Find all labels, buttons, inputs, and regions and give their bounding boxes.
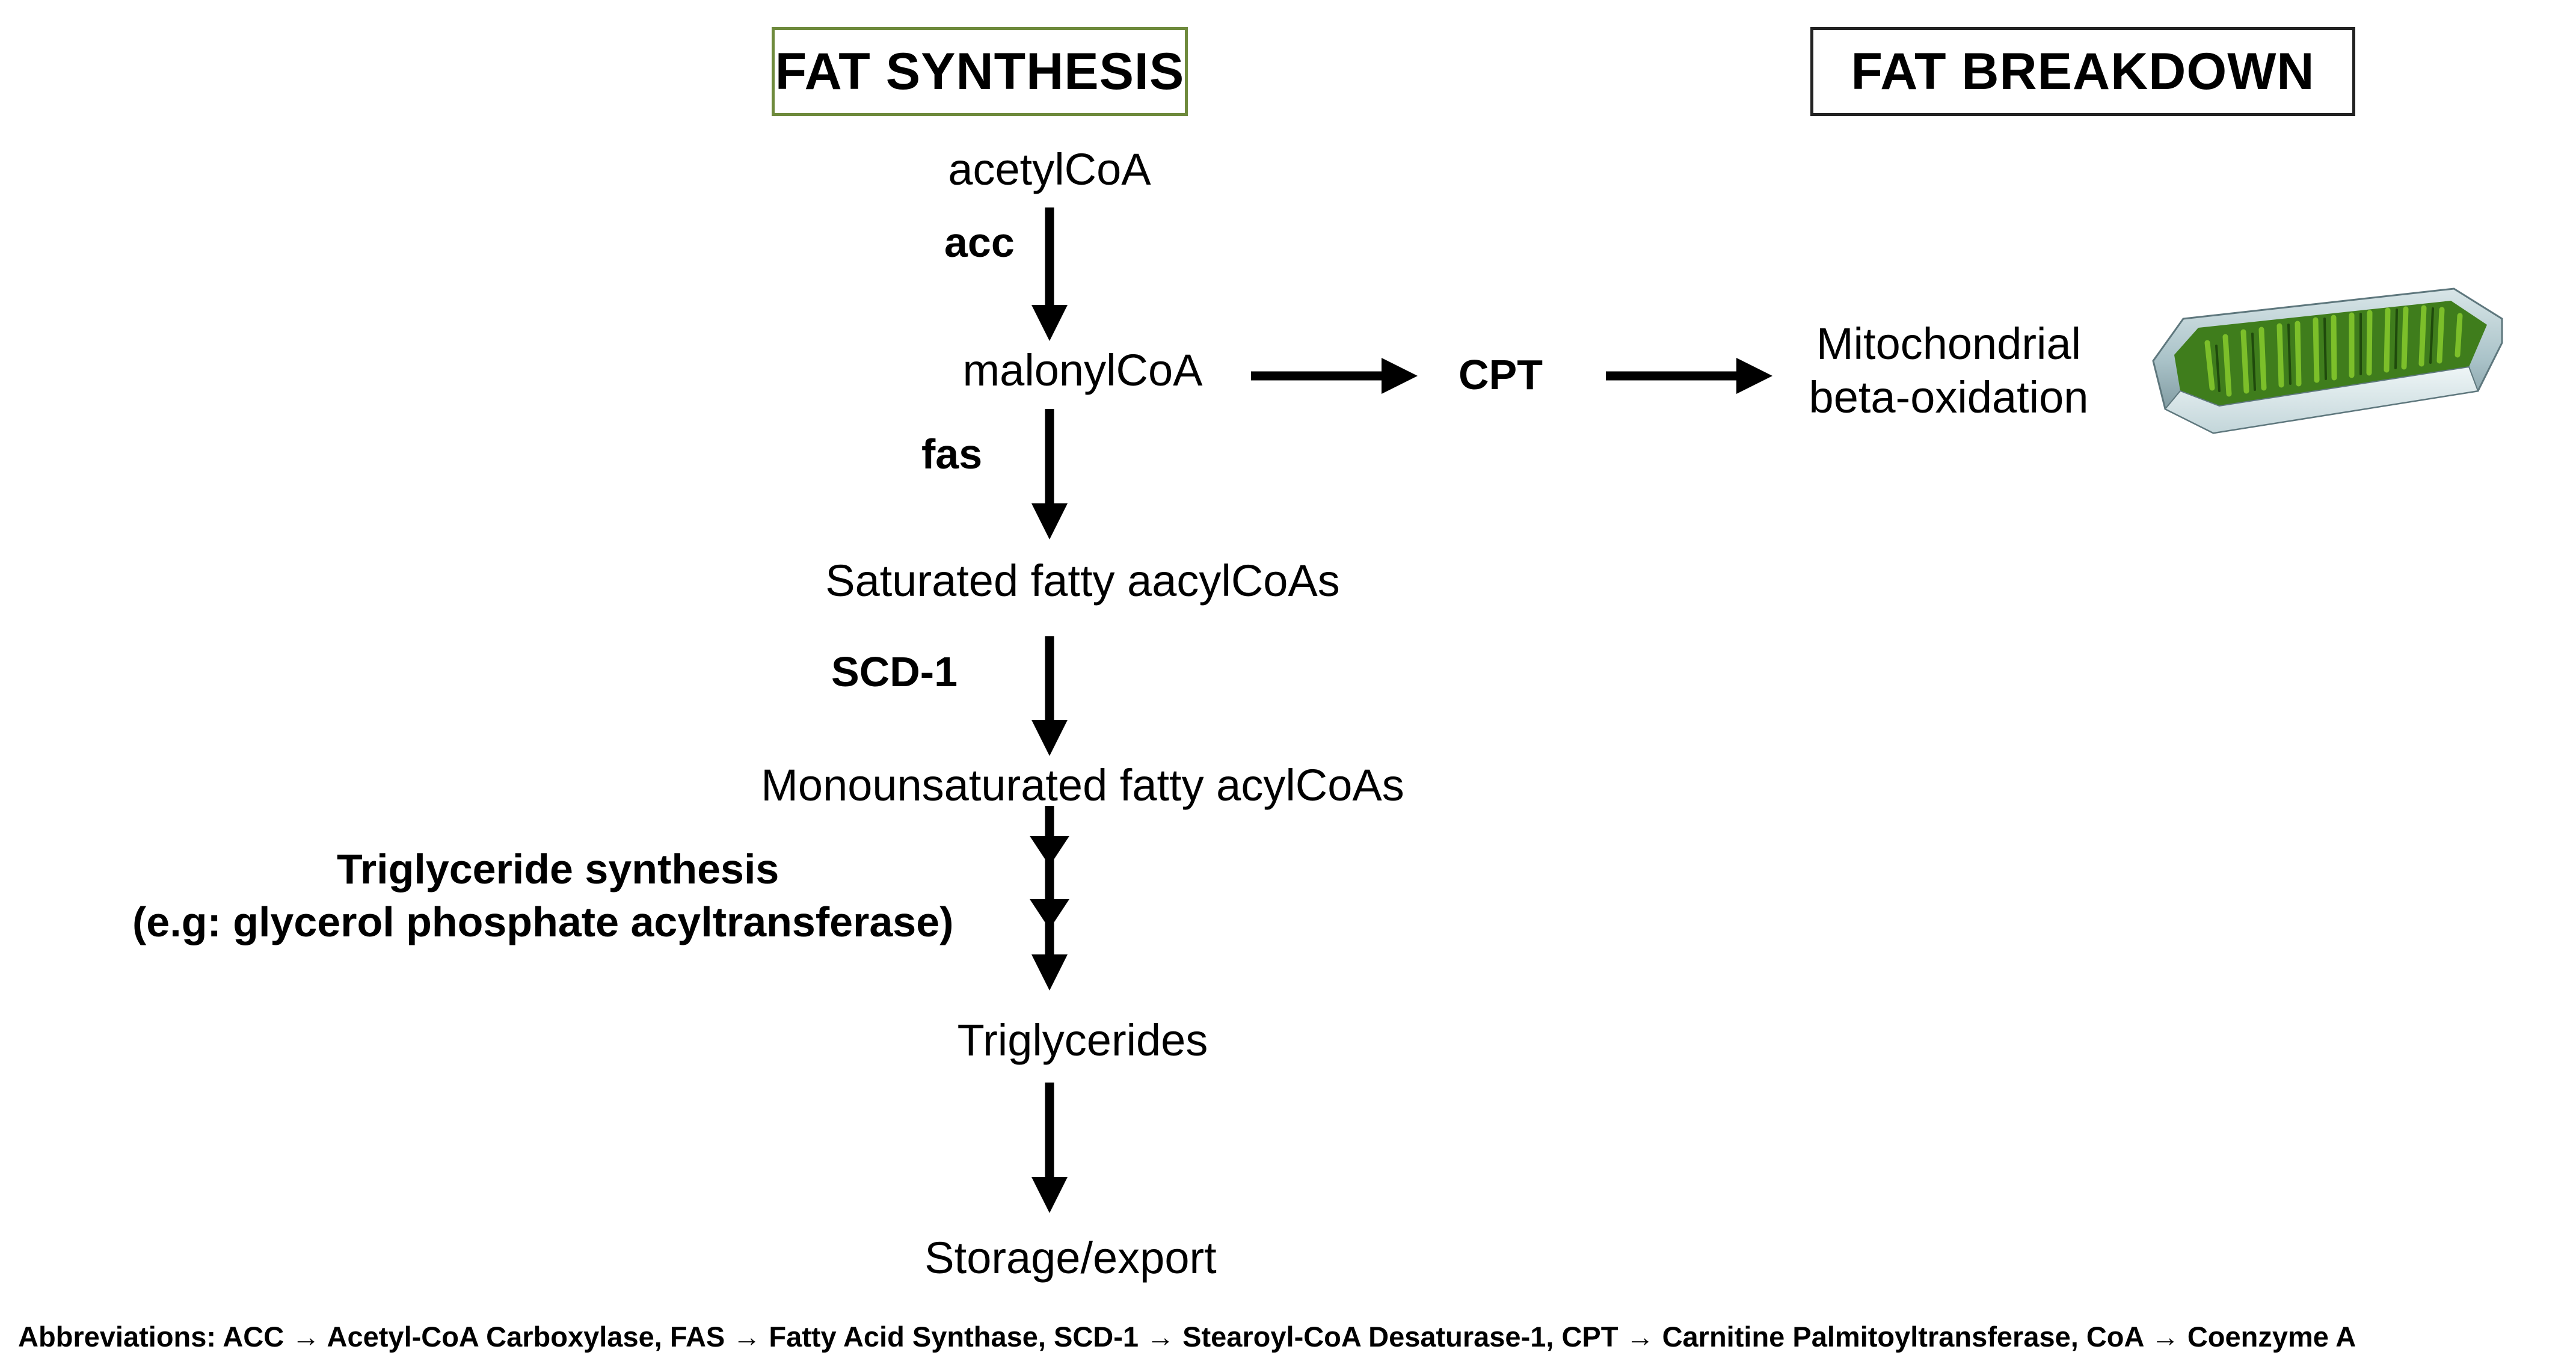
malonylcoa-node: malonylCoA xyxy=(962,345,1203,395)
triglycerides-node: Triglycerides xyxy=(957,1015,1208,1065)
saturated-acylcoa-node: Saturated fatty aacylCoAs xyxy=(825,556,1340,606)
fat-breakdown-title: FAT BREAKDOWN xyxy=(1810,27,2355,116)
mito-label-line2: beta-oxidation xyxy=(1809,372,2089,422)
enzyme-acc: acc xyxy=(944,219,1015,266)
tg-synthesis-line2: (e.g: glycerol phosphate acyltransferase… xyxy=(132,898,954,945)
enzyme-triglyceride-synthesis: Triglyceride synthesis (e.g: glycerol ph… xyxy=(132,843,1004,948)
enzyme-cpt: CPT xyxy=(1459,351,1543,398)
fat-breakdown-title-text: FAT BREAKDOWN xyxy=(1851,42,2315,100)
arrowhead-tg-2 xyxy=(1030,899,1069,929)
enzyme-scd1: SCD-1 xyxy=(831,648,958,695)
arrowhead-tg-1 xyxy=(1030,836,1069,866)
abbreviations-footer: Abbreviations: ACC → Acetyl-CoA Carboxyl… xyxy=(18,1321,2356,1353)
mito-label-line1: Mitochondrial xyxy=(1816,319,2082,369)
fat-synthesis-title: FAT SYNTHESIS xyxy=(772,27,1188,116)
fat-synthesis-title-text: FAT SYNTHESIS xyxy=(775,42,1185,100)
mitochondrion-icon xyxy=(2152,287,2503,434)
enzyme-fas: fas xyxy=(921,431,983,478)
mitochondrial-beta-oxidation: Mitochondrial beta-oxidation xyxy=(1774,318,2123,425)
acetylcoa-node: acetylCoA xyxy=(948,144,1151,194)
tg-synthesis-line1: Triglyceride synthesis xyxy=(337,846,779,892)
monounsaturated-acylcoa-node: Monounsaturated fatty acylCoAs xyxy=(761,760,1404,810)
storage-export-node: Storage/export xyxy=(924,1233,1217,1283)
